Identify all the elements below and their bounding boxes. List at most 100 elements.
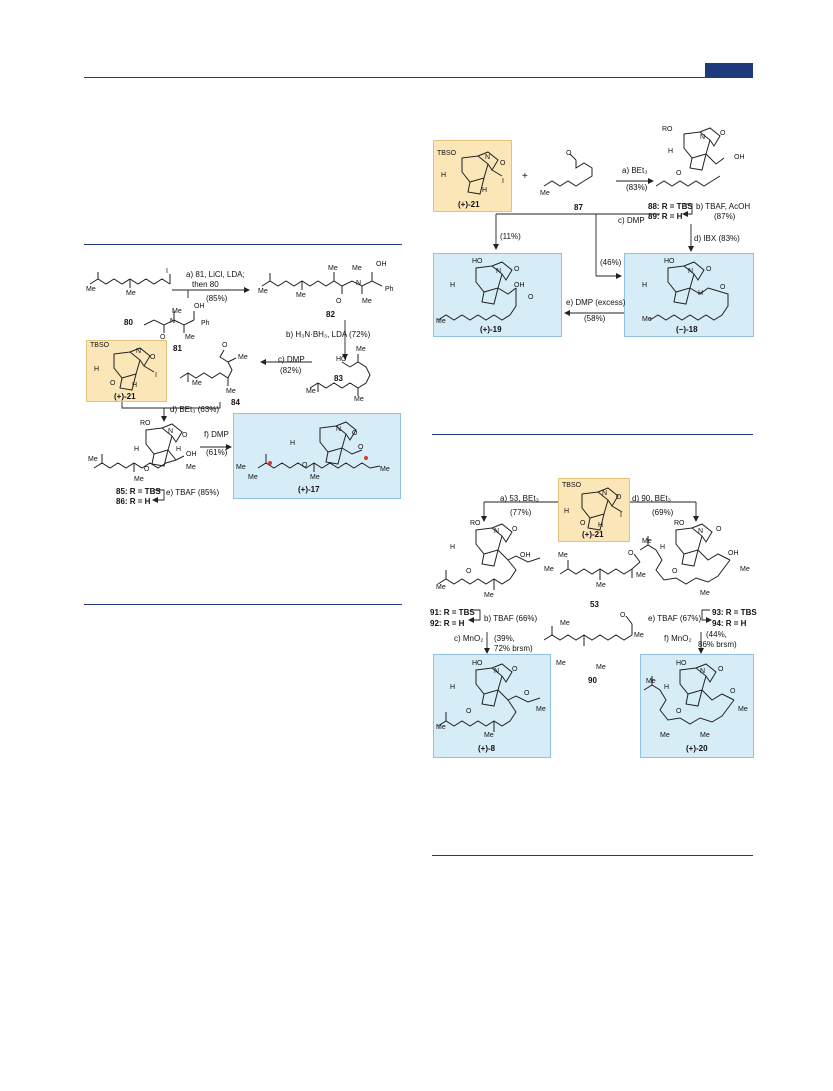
structure-85 (93, 423, 185, 472)
plus-sign: + (522, 171, 528, 182)
me-label: Me (134, 476, 144, 483)
o-label: O (466, 708, 472, 715)
n-label: N (336, 426, 342, 433)
iodide-label: I (620, 512, 622, 519)
structure-21-bottom (581, 487, 623, 531)
me-label: Me (352, 265, 362, 272)
o-label: O (676, 170, 682, 177)
step-b-label: b) H₃N·BH₃, LDA (72%) (286, 330, 371, 339)
structure-87 (543, 153, 593, 187)
me-label: Me (436, 584, 446, 591)
compound-94-label: 94: R = H (712, 619, 747, 628)
me-label: Me (484, 592, 494, 599)
arrow-step-d-bottom (630, 501, 699, 522)
step-a-top-label: a) BEt₃ (622, 166, 648, 175)
ho-label: HO (472, 258, 483, 265)
n-label: N (496, 268, 502, 275)
o-label: O (182, 432, 188, 439)
arrow-step-f-bottom (698, 632, 704, 654)
arrow-step-c (260, 359, 312, 365)
o-label: O (616, 494, 622, 501)
step-c-top-label: c) DMP (618, 216, 645, 225)
o-label: O (336, 298, 342, 305)
compound-21-bottom-label: (+)-21 (582, 530, 604, 539)
ho-label: HO (336, 356, 347, 363)
ro-label: RO (140, 420, 151, 427)
h-label: H (176, 446, 182, 453)
o-label: O (512, 666, 518, 673)
step-f-bottom-yield2: 86% brsm) (698, 640, 737, 649)
step-f-label: f) DMP (204, 430, 229, 439)
h-label: H (668, 148, 674, 155)
yield-46: (46%) (600, 258, 622, 267)
me-label: Me (436, 724, 446, 731)
compound-86-label: 86: R = H (116, 497, 151, 506)
step-e-top-yield: (58%) (584, 314, 606, 323)
arrow-step-c-bottom (484, 632, 490, 654)
arrow-step-a-top (616, 178, 654, 184)
me-label: Me (380, 466, 390, 473)
step-a-top-yield: (83%) (626, 183, 648, 192)
oh-label: OH (520, 552, 531, 559)
me-label: Me (236, 464, 246, 471)
me-label: Me (484, 732, 494, 739)
compound-83-label: 83 (334, 374, 343, 383)
me-label: Me (560, 620, 570, 627)
o-label: O (302, 462, 308, 469)
arrow-step-b-bottom (468, 609, 481, 623)
me-label: Me (596, 664, 606, 671)
n-label: N (700, 668, 706, 675)
oh-label: OH (728, 550, 739, 557)
step-a-label: a) 81, LiCl, LDA; (186, 270, 245, 279)
ho-label: HO (676, 660, 687, 667)
me-label: Me (544, 566, 554, 573)
o-label: O (222, 342, 228, 349)
o-label: O (160, 334, 166, 341)
ho-label: HO (472, 660, 483, 667)
me-label: Me (172, 308, 182, 315)
me-label: Me (558, 552, 568, 559)
structure-88 (655, 127, 725, 187)
o-label: O (144, 466, 150, 473)
me-label: Me (186, 464, 196, 471)
me-label: Me (354, 396, 364, 403)
n-label: N (136, 348, 142, 355)
structure-91 (437, 523, 541, 590)
arrow-step-b-top (682, 203, 693, 217)
compound-91-label: 91: R = TBS (430, 608, 475, 617)
compound-53-label: 53 (590, 600, 599, 609)
product-highlight-19 (433, 253, 562, 337)
h-label: H (598, 522, 604, 529)
n-label: N (356, 280, 362, 287)
o-label: O (524, 690, 530, 697)
me-label: Me (540, 190, 550, 197)
ho-label: HO (664, 258, 675, 265)
h-label: H (450, 684, 456, 691)
compound-8-label: (+)-8 (478, 744, 496, 753)
step-c-yield: (82%) (280, 366, 302, 375)
left-scheme-top-rule (84, 244, 402, 245)
n-label: N (602, 490, 608, 497)
oh-label: OH (194, 303, 205, 310)
structure-53 (559, 553, 641, 580)
step-e-top-label: e) DMP (excess) (566, 298, 626, 307)
me-label: Me (646, 678, 656, 685)
n-label: N (170, 318, 176, 325)
ro-label: RO (470, 520, 481, 527)
start-material-highlight-21-top (433, 140, 512, 212)
me-label: Me (556, 660, 566, 667)
compound-21-left-label: (+)-21 (114, 392, 136, 401)
structure-90 (543, 615, 633, 646)
me-label: Me (86, 286, 96, 293)
compound-17-label: (+)-17 (298, 485, 320, 494)
me-label: Me (126, 290, 136, 297)
h-label: H (132, 382, 138, 389)
compound-90-label: 90 (588, 676, 597, 685)
step-c-bottom-label: c) MnO₂ (454, 634, 484, 643)
oh-label: OH (186, 451, 197, 458)
step-b-bottom-label: b) TBAF (66%) (484, 614, 538, 623)
step-f-bottom-yield: (44%, (706, 630, 727, 639)
me-label: Me (436, 318, 446, 325)
o-label: O (716, 526, 722, 533)
me-label: Me (362, 298, 372, 305)
